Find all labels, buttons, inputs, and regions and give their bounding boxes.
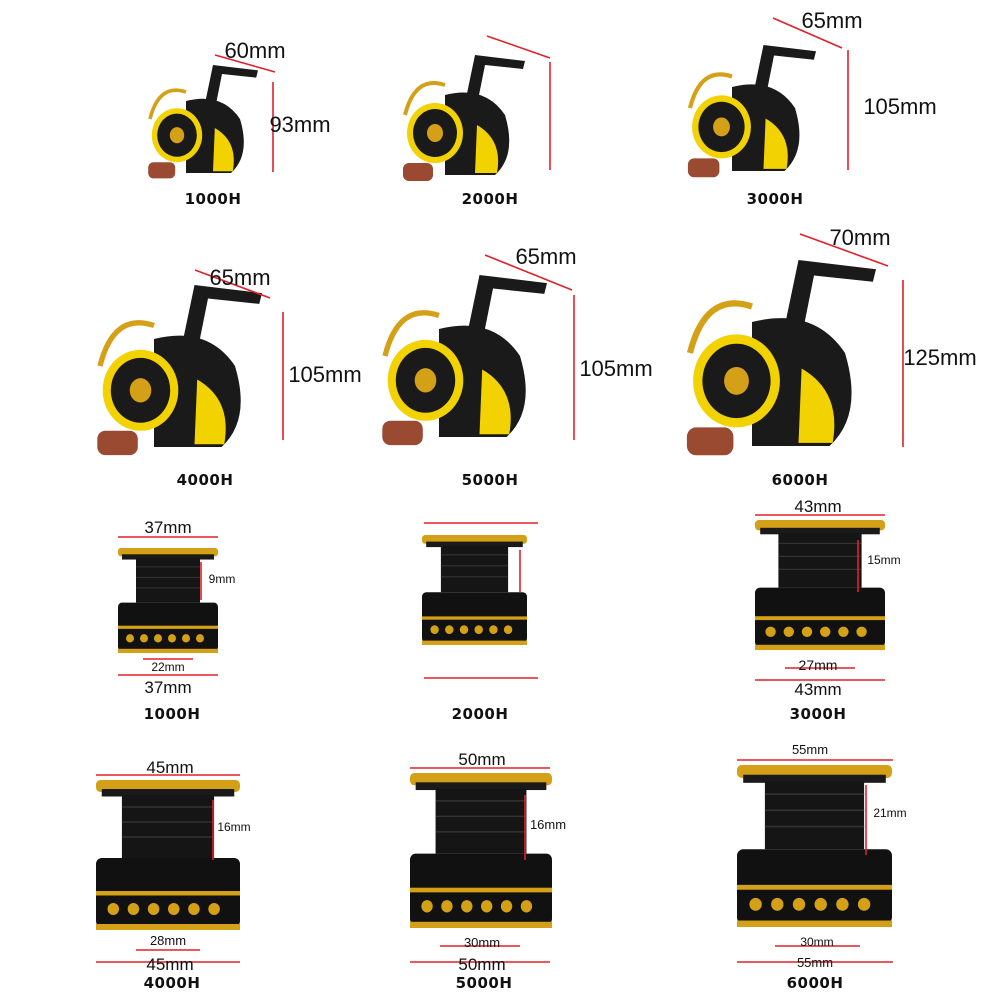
spool-bottom-diameter: 45mm: [146, 955, 194, 974]
model-label: 4000H: [176, 471, 234, 489]
spool-inner-diameter: 30mm: [463, 935, 501, 950]
spool-bottom-diameter: 43mm: [794, 680, 842, 699]
model-label: 3000H: [789, 705, 847, 723]
spool-image-2000h: [421, 534, 528, 646]
reel-image-4000h: [97, 285, 262, 455]
reel-width: 65mm: [515, 244, 577, 269]
spool-image-3000h: [754, 519, 886, 651]
spool-top-diameter: 43mm: [794, 497, 842, 516]
spool-image-6000h: [736, 764, 893, 928]
reel-height: 125mm: [903, 345, 977, 370]
model-label: 3000H: [746, 190, 804, 208]
measure-lines: [96, 17, 904, 963]
spool-inner-diameter: 30mm: [800, 935, 834, 949]
reel-height: 105mm: [579, 356, 653, 381]
model-label: 1000H: [184, 190, 242, 208]
reel-width: 65mm: [209, 265, 271, 290]
reel-width: 60mm: [224, 38, 286, 63]
model-label: 6000H: [771, 471, 829, 489]
reel-image-2000h: [401, 53, 527, 183]
spool-top-diameter: 37mm: [144, 518, 192, 537]
reel-image-3000h: [688, 45, 816, 177]
reel-image-5000h: [382, 275, 547, 445]
spool-bottom-diameter: 50mm: [458, 955, 506, 974]
reel-height: 105mm: [863, 94, 937, 119]
reel-image-1000h: [146, 63, 260, 181]
model-label: 5000H: [461, 471, 519, 489]
spool-inner-diameter: 22mm: [151, 660, 185, 674]
spool-top-diameter: 45mm: [146, 758, 194, 777]
spool-top-diameter: 55mm: [791, 742, 829, 757]
spool-depth: 15mm: [867, 553, 901, 567]
model-label: 6000H: [786, 974, 844, 992]
reel-height: 105mm: [288, 362, 362, 387]
spool-bottom-diameter: 55mm: [796, 955, 834, 970]
spool-depth: 16mm: [529, 817, 567, 832]
model-label: 2000H: [451, 705, 509, 723]
reel-width: 65mm: [801, 8, 863, 33]
model-label: 4000H: [143, 974, 201, 992]
spool-top-diameter: 50mm: [458, 750, 506, 769]
model-label: 5000H: [455, 974, 513, 992]
reel-height: 93mm: [269, 112, 331, 137]
spool-image-5000h: [409, 772, 553, 929]
reel-image-6000h: [687, 260, 876, 455]
spool-image-4000h: [95, 779, 241, 931]
spool-inner-diameter: 28mm: [149, 933, 187, 948]
spool-bottom-diameter: 37mm: [144, 678, 192, 697]
spool-depth: 16mm: [217, 820, 251, 834]
model-label: 2000H: [461, 190, 519, 208]
model-label: 1000H: [143, 705, 201, 723]
spool-depth: 21mm: [873, 806, 907, 820]
reel-width: 70mm: [829, 225, 891, 250]
spool-depth: 9mm: [208, 572, 236, 586]
spool-inner-diameter: 27mm: [798, 657, 838, 673]
spool-image-1000h: [117, 547, 219, 654]
